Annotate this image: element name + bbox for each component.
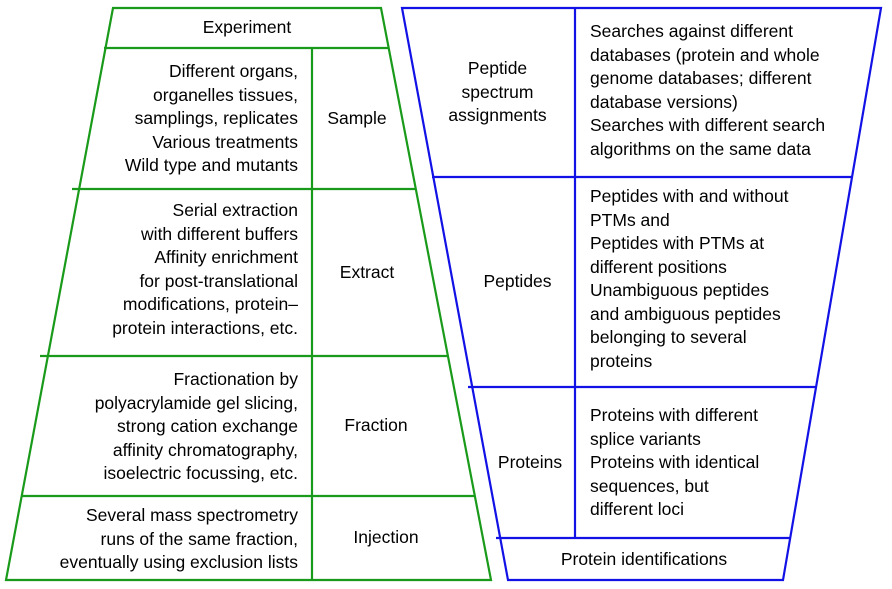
description-line: Peptides with and without [590, 186, 789, 206]
description-line: Several mass spectrometry [85, 505, 298, 525]
fraction-label-cell: Fraction [314, 356, 438, 496]
description-line: databases (protein and whole [590, 44, 820, 65]
injection-label-cell: Injection [314, 496, 458, 580]
description-line: database versions) [590, 91, 738, 112]
sample-label-cell: Sample [314, 48, 400, 189]
description-line: Wild type and mutants [124, 155, 298, 175]
description-line: modifications, protein– [122, 294, 298, 314]
right-funnel-outline [400, 6, 883, 582]
description-line: eventually using exclusion lists [59, 552, 298, 572]
description-line: belonging to several [590, 327, 747, 347]
description-line: algorithms on the same data [590, 138, 811, 159]
peptide-spectrum-assignments-description: Searches against different databases (pr… [590, 20, 852, 161]
description-line: strong cation exchange [117, 416, 298, 436]
proteins-description: Proteins with different splice variants … [590, 404, 800, 522]
left-header-text: Experiment [150, 16, 344, 40]
left-funnel-outline [4, 6, 493, 582]
description-line: Proteins with different [590, 405, 758, 425]
right-footer-text: Protein identifications [510, 548, 778, 572]
description-line: samplings, replicates [134, 108, 298, 128]
right-funnel-border [400, 6, 883, 582]
description-line: protein interactions, etc. [112, 317, 298, 338]
fraction-description: Fractionation by polyacrylamide gel slic… [40, 368, 298, 486]
description-line: for post-translational [139, 270, 298, 291]
description-line: and ambiguous peptides [590, 303, 781, 324]
description-line: runs of the same fraction, [100, 528, 298, 549]
extract-label: Extract [339, 261, 395, 282]
injection-label: Injection [353, 527, 419, 548]
description-line: Serial extraction [172, 200, 298, 220]
description-line: different loci [590, 499, 685, 519]
proteins-label: Proteins [497, 451, 563, 472]
proteins-label-cell: Proteins [485, 387, 575, 538]
fraction-label: Fraction [344, 415, 408, 436]
description-line: Different organs, [168, 61, 298, 81]
description-line: different positions [590, 256, 727, 277]
description-line: PTMs and [590, 209, 670, 230]
description-line: polyacrylamide gel slicing, [94, 392, 298, 413]
description-line: with different buffers [141, 223, 298, 244]
experiment-label: Experiment [202, 17, 292, 37]
left-funnel-border [4, 6, 493, 582]
protein-identifications-label: Protein identifications [560, 549, 728, 569]
extract-label-cell: Extract [314, 189, 420, 356]
description-line: Peptides with PTMs at [590, 233, 765, 253]
description-line: Unambiguous peptides [590, 280, 770, 300]
description-line: Proteins with identical [590, 452, 760, 472]
description-line: Searches with different search [590, 115, 826, 135]
description-line: isoelectric focussing, etc. [103, 463, 298, 483]
description-line: affinity chromatography, [112, 439, 298, 460]
sample-label: Sample [327, 107, 387, 128]
description-line: genome databases; different [590, 68, 812, 88]
description-line: Searches against different [590, 21, 794, 41]
description-line: proteins [590, 350, 653, 371]
description-line: organelles tissues, [153, 84, 298, 105]
peptides-label-cell: Peptides [460, 177, 575, 387]
peptides-label: Peptides [483, 271, 552, 292]
peptides-description: Peptides with and without PTMs and Pepti… [590, 185, 818, 373]
label-line: assignments [448, 105, 547, 126]
extract-description: Serial extraction with different buffers… [60, 199, 298, 340]
injection-description: Several mass spectrometry runs of the sa… [18, 504, 298, 575]
description-line: Affinity enrichment [154, 247, 298, 267]
sample-description: Different organs, organelles tissues, sa… [60, 60, 298, 178]
description-line: sequences, but [590, 475, 709, 496]
label-line: spectrum [461, 81, 534, 102]
description-line: Fractionation by [173, 369, 298, 389]
peptide-spectrum-assignments-label-cell: Peptide spectrum assignments [420, 8, 575, 177]
description-line: splice variants [590, 428, 701, 449]
description-line: Various treatments [152, 131, 298, 152]
label-line: Peptide [467, 58, 528, 79]
